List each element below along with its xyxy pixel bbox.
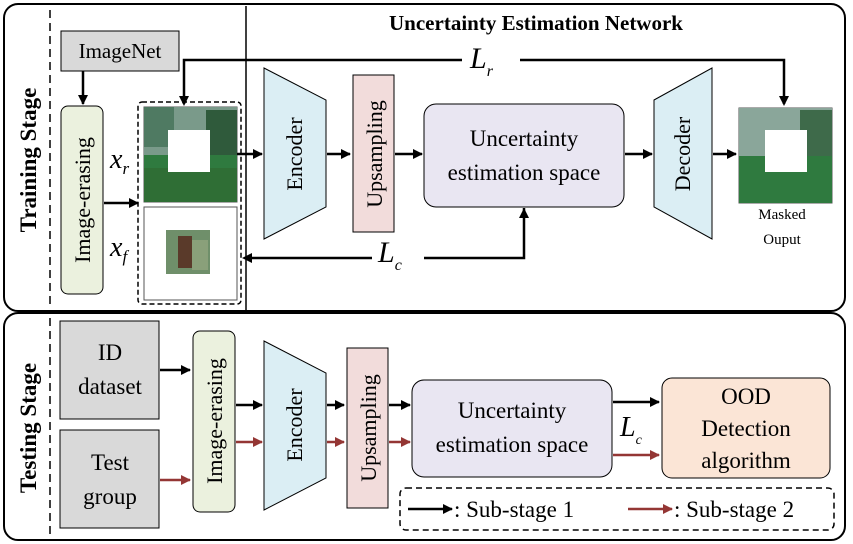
encoder-block-train xyxy=(263,67,327,240)
loss-c-path xyxy=(248,208,526,260)
ood-label-1: OOD xyxy=(721,384,771,409)
encoder-block-test xyxy=(263,340,327,511)
ood-detection-box xyxy=(661,377,831,479)
erased-image-xr xyxy=(143,106,238,203)
image-erasing-label-test: Image-erasing xyxy=(202,358,227,484)
masked-output-label-1: Masked xyxy=(758,207,806,223)
input-images-container xyxy=(137,101,242,305)
upsampling-block-test xyxy=(346,347,389,509)
loss-c-label: Lc xyxy=(377,236,402,274)
test-group-label-2: group xyxy=(83,484,137,509)
upsampling-label-test: Upsampling xyxy=(356,374,381,482)
imagenet-label: ImageNet xyxy=(79,39,162,63)
ues-label-test-2: estimation space xyxy=(436,432,589,457)
id-dataset-label-1: ID xyxy=(98,340,122,365)
legend-box xyxy=(399,487,835,531)
training-stage-label: Training Stage xyxy=(16,88,41,233)
xf-label: xf xyxy=(109,232,129,266)
imagenet-box xyxy=(60,30,180,72)
testing-stage-label: Testing Stage xyxy=(16,363,41,493)
masked-output-label-2: Ouput xyxy=(763,232,801,248)
training-panel xyxy=(3,3,846,312)
ues-label-test-1: Uncertainty xyxy=(458,398,567,423)
network-title: Uncertainty Estimation Network xyxy=(389,11,683,35)
image-erasing-label-train: Image-erasing xyxy=(70,137,95,263)
encoder-label-train: Encoder xyxy=(282,117,307,191)
xr-label: xr xyxy=(109,144,129,178)
erased-patch-xf xyxy=(143,206,238,301)
legend-label-sub2: : Sub-stage 2 xyxy=(674,497,794,522)
encoder-label-test: Encoder xyxy=(282,388,307,462)
decoder-block xyxy=(653,67,713,240)
decoder-label: Decoder xyxy=(670,116,695,191)
legend-label-sub1: : Sub-stage 1 xyxy=(454,497,574,522)
test-group-box xyxy=(59,429,160,529)
image-erasing-box-train xyxy=(60,105,104,295)
testing-panel xyxy=(3,312,846,541)
ood-label-3: algorithm xyxy=(701,448,791,473)
masked-output-image xyxy=(738,107,833,204)
ues-block-train xyxy=(423,103,625,208)
ood-label-2: Detection xyxy=(701,416,791,441)
test-group-label-1: Test xyxy=(91,450,130,475)
upsampling-block-train xyxy=(352,74,395,233)
ues-label-train-1: Uncertainty xyxy=(470,126,579,151)
image-erasing-box-test xyxy=(192,330,236,513)
id-dataset-label-2: dataset xyxy=(78,374,142,399)
loss-r-label: Lr xyxy=(469,42,494,80)
loss-c-label-test: Lc xyxy=(619,412,643,448)
id-dataset-box xyxy=(59,320,160,420)
ues-block-test xyxy=(411,379,613,478)
ues-label-train-2: estimation space xyxy=(448,160,601,185)
upsampling-label-train: Upsampling xyxy=(362,100,387,208)
